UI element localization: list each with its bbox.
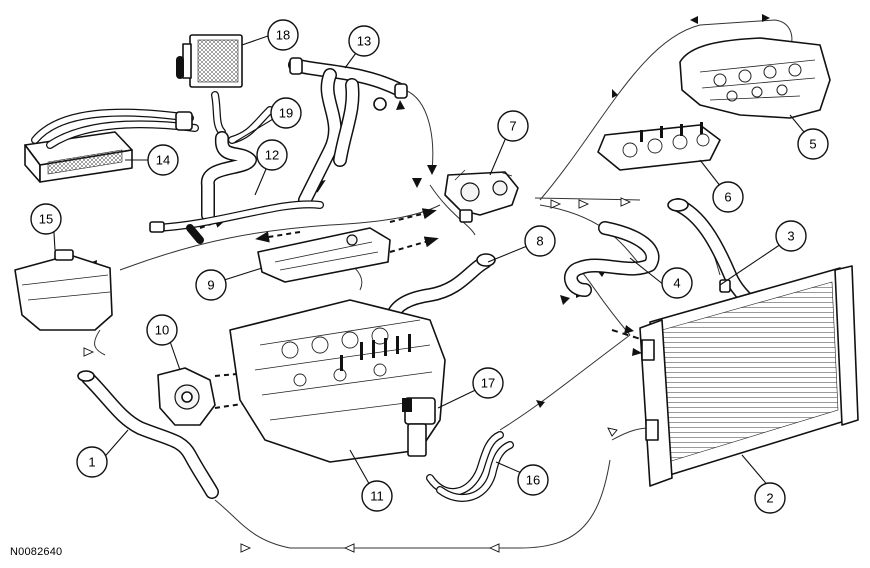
svg-text:4: 4 [673,276,680,291]
callout-7: 7 [497,110,529,142]
callout-17: 17 [472,367,504,399]
callout-8: 8 [524,225,556,257]
valley-cover [257,227,391,283]
svg-text:13: 13 [357,34,371,49]
svg-text:2: 2 [766,491,773,506]
svg-text:12: 12 [265,148,279,163]
coolant-hose-1 [77,370,219,499]
callout-5: 5 [797,128,829,160]
coolant-tube-12 [149,200,324,244]
svg-text:14: 14 [156,153,170,168]
svg-text:7: 7 [509,119,516,134]
svg-text:18: 18 [276,28,290,43]
callout-2: 2 [754,482,786,514]
heater-hose-set [201,106,274,222]
head-gasket [597,122,721,171]
radiator-hose-lower [564,221,660,297]
coolant-tube-set [426,431,514,502]
coolant-crossover-hose [288,57,408,207]
callout-1: 1 [76,446,108,478]
svg-text:3: 3 [787,229,794,244]
svg-text:9: 9 [207,278,214,293]
callout-9: 9 [195,269,227,301]
svg-text:8: 8 [536,234,543,249]
radiator [639,265,859,487]
svg-text:15: 15 [39,212,53,227]
svg-text:16: 16 [526,473,540,488]
auxiliary-cooler [176,34,243,136]
svg-text:17: 17 [481,376,495,391]
engine-block [229,299,446,463]
svg-text:5: 5 [809,137,816,152]
svg-text:11: 11 [370,489,384,504]
svg-text:10: 10 [155,323,169,338]
figure-id-label: N0082640 [10,546,63,558]
coolant-reservoir [14,249,113,331]
thermostat-housing [444,169,519,223]
callout-15: 15 [30,203,62,235]
callout-6: 6 [712,181,744,213]
callout-16: 16 [517,464,549,496]
coolant-valve [402,397,436,457]
water-pump [157,367,216,426]
coolant-hose-8 [385,253,496,325]
cylinder-head [679,37,831,119]
callout-18: 18 [267,19,299,51]
svg-text:19: 19 [279,106,293,121]
callout-13: 13 [348,25,380,57]
callout-19: 19 [270,97,302,129]
callout-3: 3 [775,220,807,252]
callout-4: 4 [661,267,693,299]
callout-12: 12 [256,139,288,171]
svg-text:6: 6 [724,190,731,205]
callout-11: 11 [361,480,393,512]
heater-core-assembly [24,108,199,183]
svg-text:1: 1 [88,455,95,470]
callout-10: 10 [146,314,178,346]
callout-14: 14 [147,144,179,176]
